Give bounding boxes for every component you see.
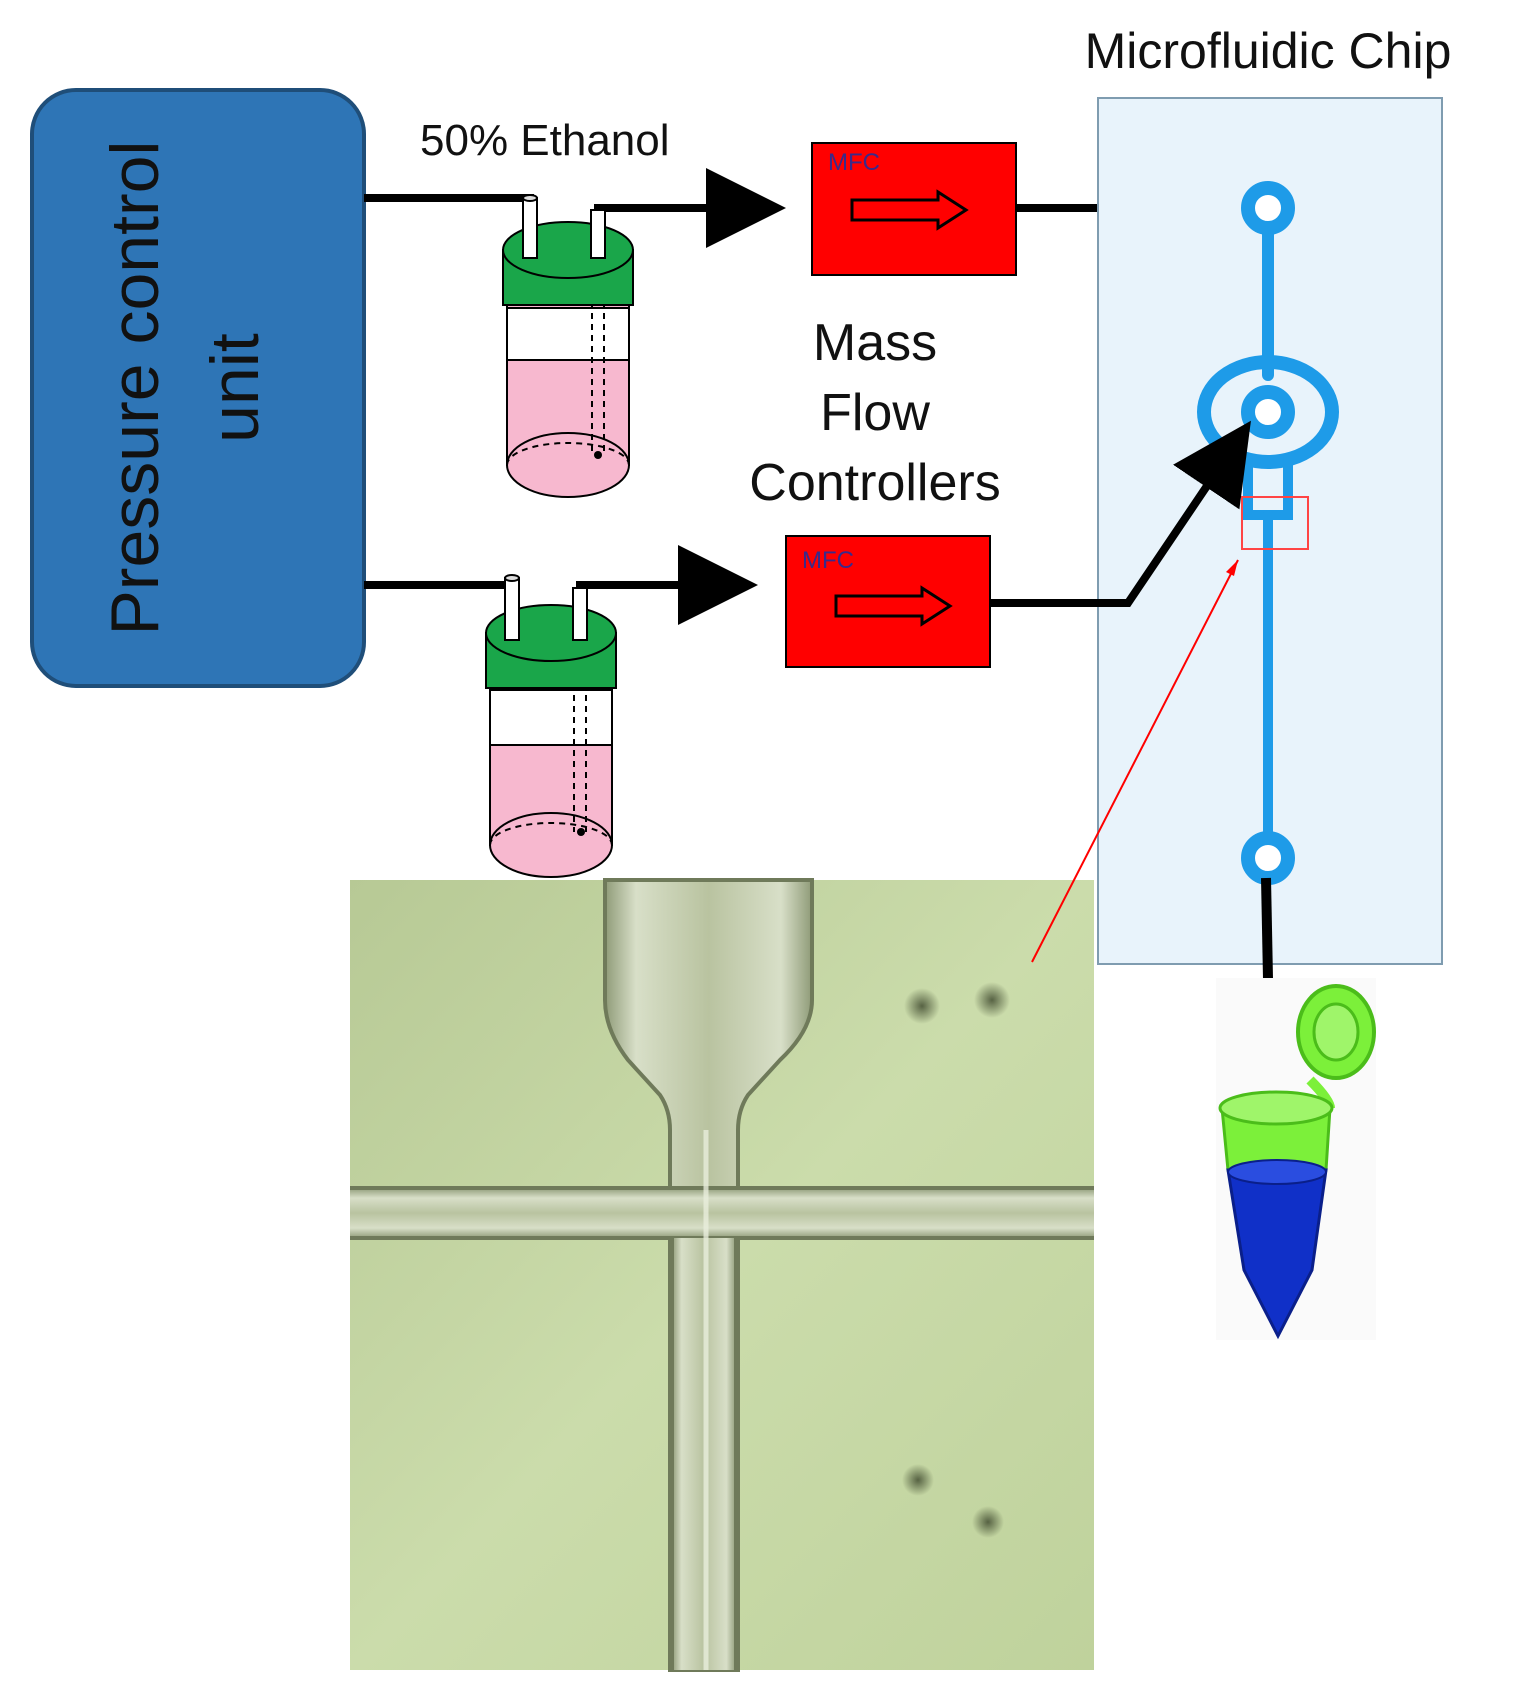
- mfc-caption-line3: Controllers: [749, 454, 1000, 512]
- channel-micrograph: [350, 878, 1094, 1672]
- mass-flow-controller-top: MFC: [811, 142, 1017, 276]
- top-vial: [502, 194, 634, 498]
- reservoir-label: 50% Ethanol: [420, 116, 670, 165]
- pressure-unit-label-line2: unit: [197, 333, 273, 443]
- inlet-port-top: [1241, 181, 1295, 235]
- flow-arrow-icon: [850, 189, 969, 231]
- mfc-top-label: MFC: [828, 149, 880, 176]
- pressure-control-unit: Pressure control unit: [30, 88, 366, 688]
- bottom-tubing: [364, 545, 758, 625]
- zoom-indicator-arrow: [1031, 559, 1239, 963]
- zoom-region: [1241, 496, 1309, 550]
- top-tubing: [364, 168, 786, 248]
- chip-title: Microfluidic Chip: [1085, 23, 1452, 79]
- mfc-caption-line2: Flow: [820, 384, 930, 442]
- collection-tube-icon: [1216, 978, 1376, 1340]
- flow-arrow-icon: [834, 585, 953, 627]
- inlet-port-center: [1241, 385, 1295, 439]
- chip-channels: [1197, 224, 1339, 845]
- cross-channel: [350, 1188, 1094, 1238]
- mfc-bottom-label: MFC: [802, 547, 854, 574]
- bottom-mfc-to-chip-line: [990, 420, 1251, 607]
- bottom-vial: [485, 574, 617, 878]
- mfc-caption: Mass Flow Controllers: [749, 314, 1000, 512]
- outlet-port: [1241, 831, 1295, 885]
- mass-flow-controller-bottom: MFC: [785, 535, 991, 668]
- pressure-unit-label-line1: Pressure control: [97, 140, 173, 635]
- mfc-caption-line1: Mass: [813, 314, 937, 372]
- microfluidic-chip: Microfluidic Chip: [1085, 23, 1452, 965]
